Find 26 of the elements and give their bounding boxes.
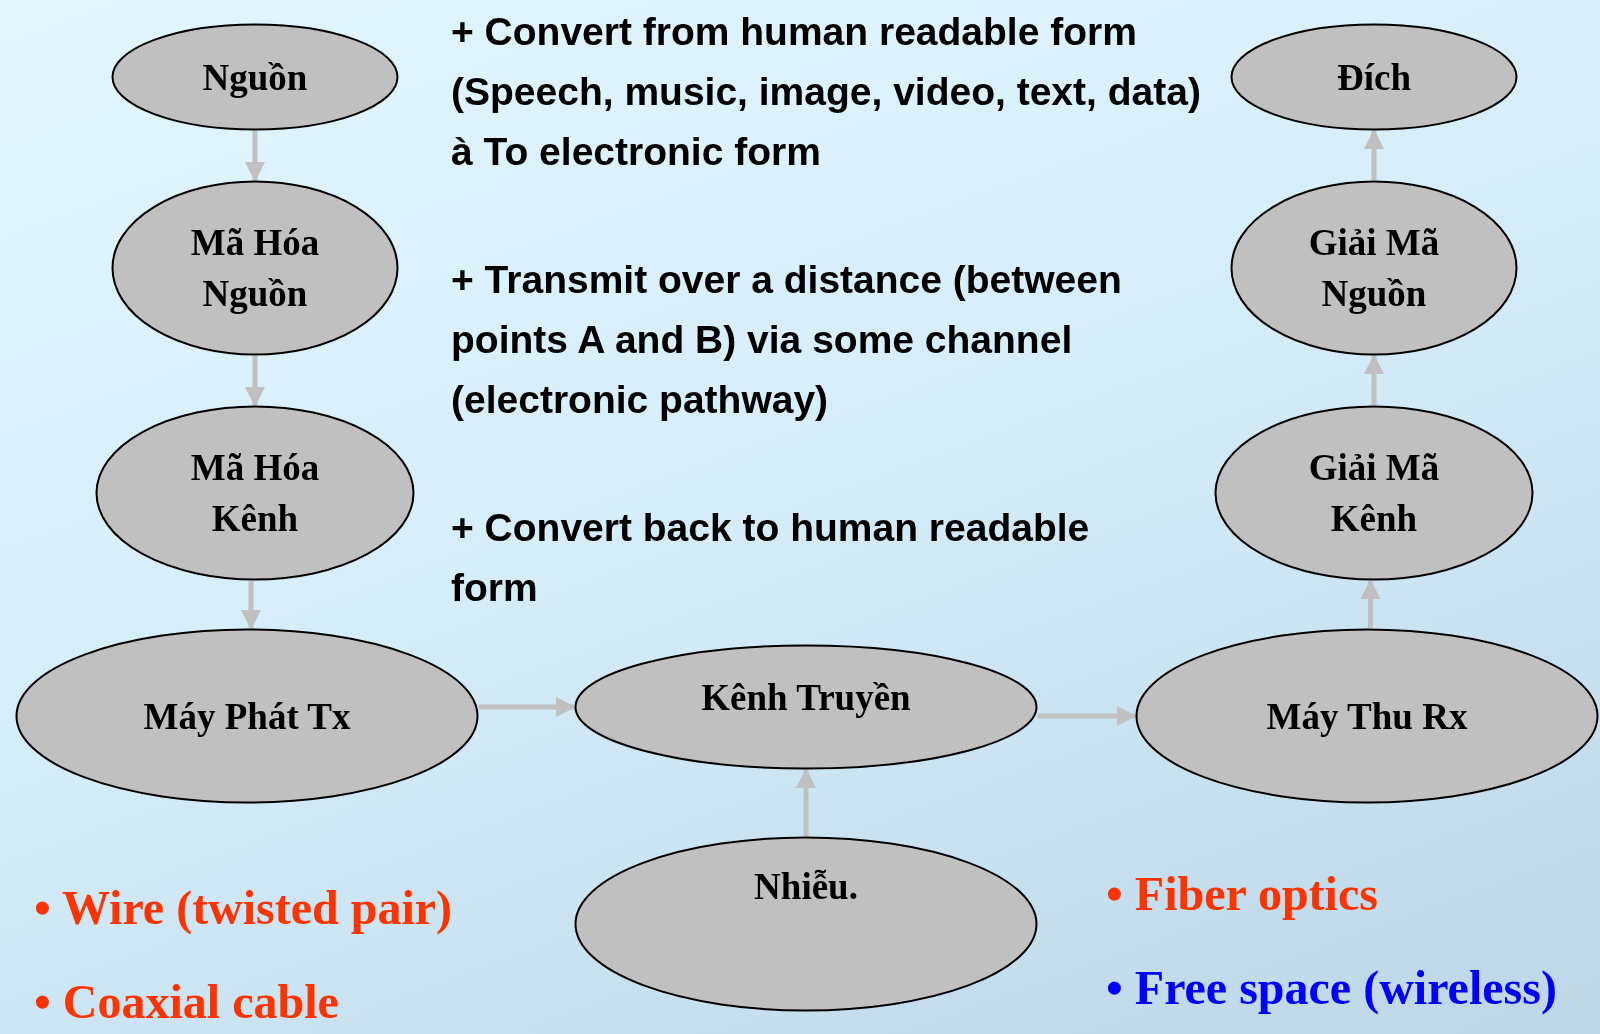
description-text: + Convert from human readable form (Speech, music, image, video, text, data) à To electronic form (451, 9, 1202, 175)
node-label: Mã Hóa Nguồn (189, 221, 321, 316)
description-text: + Convert back to human readable form (451, 505, 1091, 611)
bullet-item: • Fiber optics (1106, 866, 1378, 921)
description-text: + Transmit over a distance (between points A and B) via some channel (electronic pathway) (451, 257, 1123, 423)
arrow (1364, 354, 1384, 405)
node-label: Mã Hóa Kênh (189, 446, 321, 541)
node-label: Nhiễu. (753, 864, 859, 909)
node-label: Đích (1336, 55, 1412, 100)
node-label: Máy Thu Rx (1265, 694, 1469, 739)
bullet-item: • Coaxial cable (34, 974, 339, 1029)
node-label: Nguồn (201, 55, 309, 100)
arrow (1364, 129, 1384, 180)
arrow (1037, 706, 1137, 726)
arrow (1360, 579, 1381, 628)
bullet-item: • Wire (twisted pair) (34, 880, 453, 935)
node-label: Kênh Truyền (700, 675, 912, 720)
node-label: Giải Mã Nguồn (1307, 221, 1441, 316)
node-label: Máy Phát Tx (142, 694, 352, 739)
arrow (245, 356, 265, 407)
node-label: Giải Mã Kênh (1307, 446, 1441, 541)
arrow (478, 697, 576, 717)
arrow (796, 768, 816, 836)
bullet-item: • Free space (wireless) (1106, 960, 1557, 1015)
arrow (245, 131, 265, 182)
arrow (241, 581, 261, 630)
